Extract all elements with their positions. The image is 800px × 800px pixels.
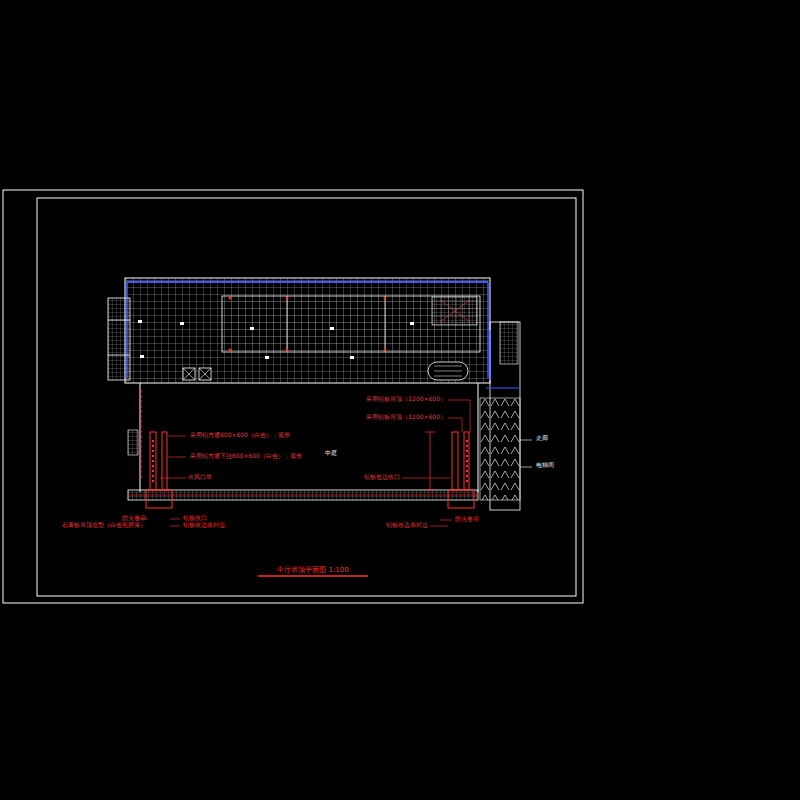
callout-label: 采用铝板吊顶（1200×600） — [366, 414, 446, 421]
callout-label: 铝板收边条封边 — [183, 522, 225, 529]
callout-label: 采用铝板吊顶（1200×600） — [366, 396, 446, 403]
callout-label: 采用铝方通下挂600×600（白色），弧形 — [190, 453, 302, 460]
callout-label: 铝板收边条封边 — [386, 522, 428, 529]
callout-label: 电梯间 — [536, 462, 554, 469]
callout-label: 走廊 — [536, 435, 548, 442]
callout-label: 铝板包边收口 — [364, 474, 400, 481]
callout-label: 中庭 — [325, 450, 337, 457]
drawing-title: 中厅吊顶平面图 1:100 — [277, 565, 348, 575]
callout-label: 出风口带 — [188, 474, 212, 481]
callout-label: 铝板收口 — [183, 515, 207, 522]
callout-label: 防火卷帘 — [122, 515, 146, 522]
callout-label: 采用铝方通600×600（白色），弧形 — [190, 432, 290, 439]
callout-label: 石膏板吊顶造型（白色乳胶漆） — [62, 522, 146, 529]
callout-label: 防火卷帘 — [455, 516, 479, 523]
